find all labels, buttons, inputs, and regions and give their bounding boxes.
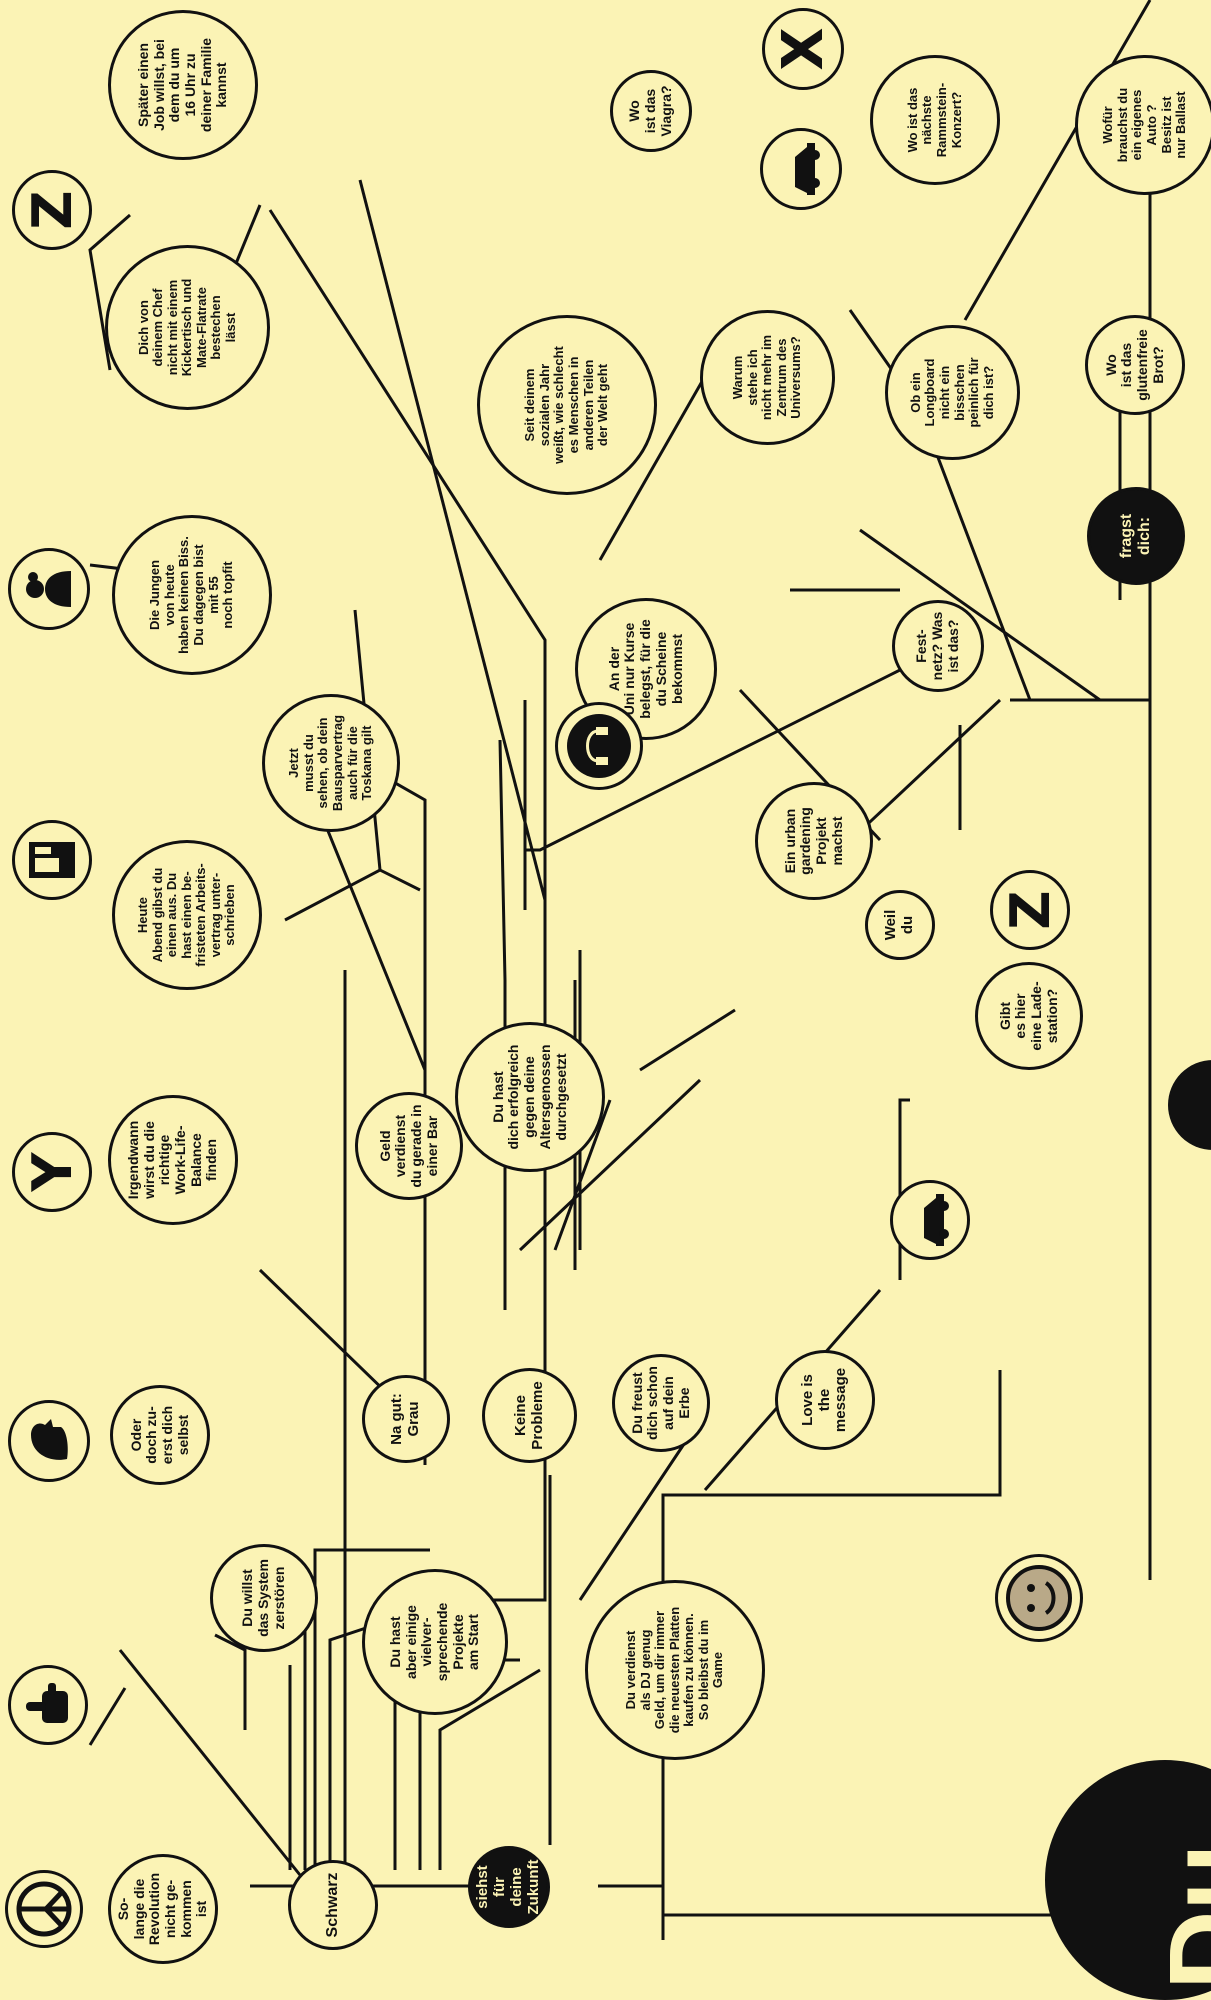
- node-jungen-label: Die Jungen von heute haben keinen Biss. …: [148, 536, 235, 654]
- node-weil-du-label: Weil du: [883, 910, 917, 941]
- node-ladestation-label: Gibt es hier eine Lade- station?: [998, 981, 1061, 1050]
- start-node-label: siehst für deine Zukunft: [475, 1857, 542, 1917]
- node-system: Du willst das System zerstören: [210, 1544, 318, 1652]
- node-arbeitsvertrag: Heute Abend gibst du einen aus. Du hast …: [112, 840, 262, 990]
- node-love-label: Love is the message: [800, 1368, 850, 1432]
- node-longboard: Ob ein Longboard nicht ein bisschen pein…: [885, 325, 1020, 460]
- node-erfolgreich-label: Du hast dich erfolgreich gegen deine Alt…: [491, 1044, 569, 1149]
- peace-icon: [5, 1870, 83, 1948]
- node-job-label: Später einen Job willst, bei dem du um 1…: [136, 38, 230, 132]
- grandma-icon: [8, 548, 90, 630]
- node-brot: Wo ist das glutenfreie Brot?: [1085, 315, 1185, 415]
- node-erbe: Du freust dich schon auf dein Erbe: [612, 1354, 710, 1452]
- node-schwarz: Schwarz: [288, 1860, 378, 1950]
- node-jungen: Die Jungen von heute haben keinen Biss. …: [112, 515, 272, 675]
- node-longboard-label: Ob ein Longboard nicht ein bisschen pein…: [909, 357, 996, 427]
- node-bauspar-label: Jetzt musst du sehen, ob dein Bausparver…: [287, 715, 374, 811]
- node-job: Später einen Job willst, bei dem du um 1…: [108, 10, 258, 160]
- node-projekte: Du hast aber einige vielver- sprechende …: [362, 1569, 508, 1715]
- smiley-icon: [995, 1554, 1083, 1642]
- node-oder-selbst-label: Oder doch zu- erst dich selbst: [129, 1406, 192, 1464]
- node-grau: Na gut: Grau: [362, 1375, 450, 1463]
- node-schwarz-label: Schwarz: [324, 1873, 342, 1938]
- node-sozial-label: Seit deinem sozialen Jahr weißt, wie sch…: [523, 346, 610, 464]
- letter-x-icon: X: [762, 8, 844, 90]
- middle-finger-icon: [8, 1665, 88, 1745]
- letter-z-icon: Z: [990, 870, 1070, 950]
- node-rammstein: Wo ist das nächste Rammstein- Konzert?: [870, 55, 1000, 185]
- node-weil-du: Weil du: [865, 890, 935, 960]
- node-rammstein-label: Wo ist das nächste Rammstein- Konzert?: [906, 83, 964, 157]
- node-oder-selbst: Oder doch zu- erst dich selbst: [110, 1385, 210, 1485]
- node-gardening-label: Ein urban gardening Projekt machst: [783, 807, 846, 875]
- node-erfolgreich: Du hast dich erfolgreich gegen deine Alt…: [455, 1022, 605, 1172]
- letter-z-icon: Z: [12, 170, 92, 250]
- node-grau-label: Na gut: Grau: [389, 1393, 423, 1445]
- node-auto: Wofür brauchst du ein eigenes Auto ? Bes…: [1075, 55, 1211, 195]
- node-system-label: Du willst das System zerstören: [240, 1559, 287, 1637]
- node-love: Love is the message: [775, 1350, 875, 1450]
- node-solange-label: So- lange die Revolution nicht ge- komme…: [116, 1873, 210, 1945]
- node-worklife: Irgendwann wirst du die richtige Work-Li…: [108, 1095, 238, 1225]
- node-solange: So- lange die Revolution nicht ge- komme…: [108, 1854, 218, 1964]
- node-chef-label: Dich von deinem Chef nicht mit einem Kic…: [137, 279, 239, 377]
- letter-y-icon: Y: [12, 1132, 92, 1212]
- node-festnetz-label: Fest- netz? Was ist das?: [914, 612, 961, 681]
- node-ladestation: Gibt es hier eine Lade- station?: [975, 962, 1083, 1070]
- letter-y-glyph: Y: [21, 1152, 84, 1191]
- node-warum-label: Warum stehe ich nicht mehr im Zentrum de…: [731, 335, 804, 420]
- node-keine-probleme-label: Keine Probleme: [513, 1381, 547, 1449]
- node-dj-label: Du verdienst als DJ genug Geld, um dir i…: [624, 1607, 726, 1733]
- node-keine-probleme: Keine Probleme: [482, 1368, 577, 1463]
- node-viagra-label: Wo ist das Viagra?: [627, 85, 674, 136]
- node-bar-label: Geld verdienst du gerade in einer Bar: [378, 1104, 441, 1187]
- node-viagra: Wo ist das Viagra?: [610, 70, 692, 152]
- node-brot-label: Wo ist das glutenfreie Brot?: [1104, 329, 1167, 401]
- node-dj: Du verdienst als DJ genug Geld, um dir i…: [585, 1580, 765, 1760]
- node-chef: Dich von deinem Chef nicht mit einem Kic…: [105, 245, 270, 410]
- node-auto-label: Wofür brauchst du ein eigenes Auto ? Bes…: [1101, 88, 1188, 162]
- dj-headphones-icon: [555, 702, 643, 790]
- node-festnetz: Fest- netz? Was ist das?: [892, 600, 984, 692]
- node-gardening: Ein urban gardening Projekt machst: [755, 782, 873, 900]
- node-uni-label: An der Uni nur Kurse belegst, für die du…: [607, 619, 685, 719]
- question-node-label: fragst dich:: [1118, 514, 1154, 558]
- node-bauspar: Jetzt musst du sehen, ob dein Bausparver…: [262, 694, 400, 832]
- letter-x-glyph: X: [771, 27, 836, 70]
- head-profile-icon: [8, 1400, 90, 1482]
- node-erbe-label: Du freust dich schon auf dein Erbe: [630, 1366, 693, 1440]
- node-projekte-label: Du hast aber einige vielver- sprechende …: [388, 1603, 482, 1682]
- letter-z-glyph: Z: [21, 190, 84, 229]
- node-arbeitsvertrag-label: Heute Abend gibst du einen aus. Du hast …: [136, 863, 238, 967]
- question-node: fragst dich:: [1087, 487, 1185, 585]
- node-warum: Warum stehe ich nicht mehr im Zentrum de…: [700, 310, 835, 445]
- car-icon: [890, 1180, 970, 1260]
- letter-z-glyph-2: Z: [999, 890, 1062, 929]
- node-bar: Geld verdienst du gerade in einer Bar: [355, 1092, 463, 1200]
- vending-machine-icon: [12, 820, 92, 900]
- big-du-text: Du: [1145, 1843, 1211, 1990]
- node-sozial: Seit deinem sozialen Jahr weißt, wie sch…: [477, 315, 657, 495]
- node-worklife-label: Irgendwann wirst du die richtige Work-Li…: [126, 1121, 220, 1200]
- car-icon: [760, 128, 842, 210]
- start-node: siehst für deine Zukunft: [468, 1846, 550, 1928]
